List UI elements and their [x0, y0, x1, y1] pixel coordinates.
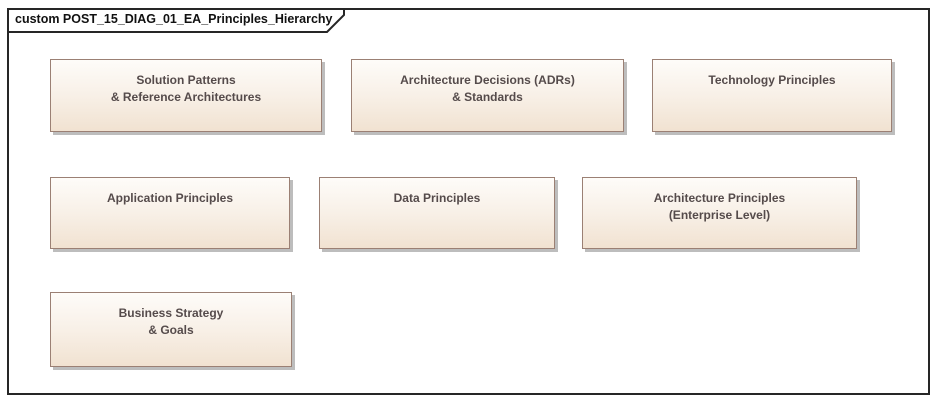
node-solution-patterns[interactable]: Solution Patterns & Reference Architectu…	[50, 59, 322, 132]
diagram-frame: custom POST_15_DIAG_01_EA_Principles_Hie…	[7, 8, 930, 395]
diagram-frame-tab: custom POST_15_DIAG_01_EA_Principles_Hie…	[7, 8, 347, 33]
node-technology-principles[interactable]: Technology Principles	[652, 59, 892, 132]
node-architecture-principles[interactable]: Architecture Principles (Enterprise Leve…	[582, 177, 857, 249]
frame-tab-outline-icon	[7, 8, 345, 33]
node-architecture-decisions[interactable]: Architecture Decisions (ADRs) & Standard…	[351, 59, 624, 132]
node-data-principles[interactable]: Data Principles	[319, 177, 555, 249]
diagram-title: custom POST_15_DIAG_01_EA_Principles_Hie…	[15, 12, 333, 26]
node-application-principles[interactable]: Application Principles	[50, 177, 290, 249]
node-business-strategy[interactable]: Business Strategy & Goals	[50, 292, 292, 367]
